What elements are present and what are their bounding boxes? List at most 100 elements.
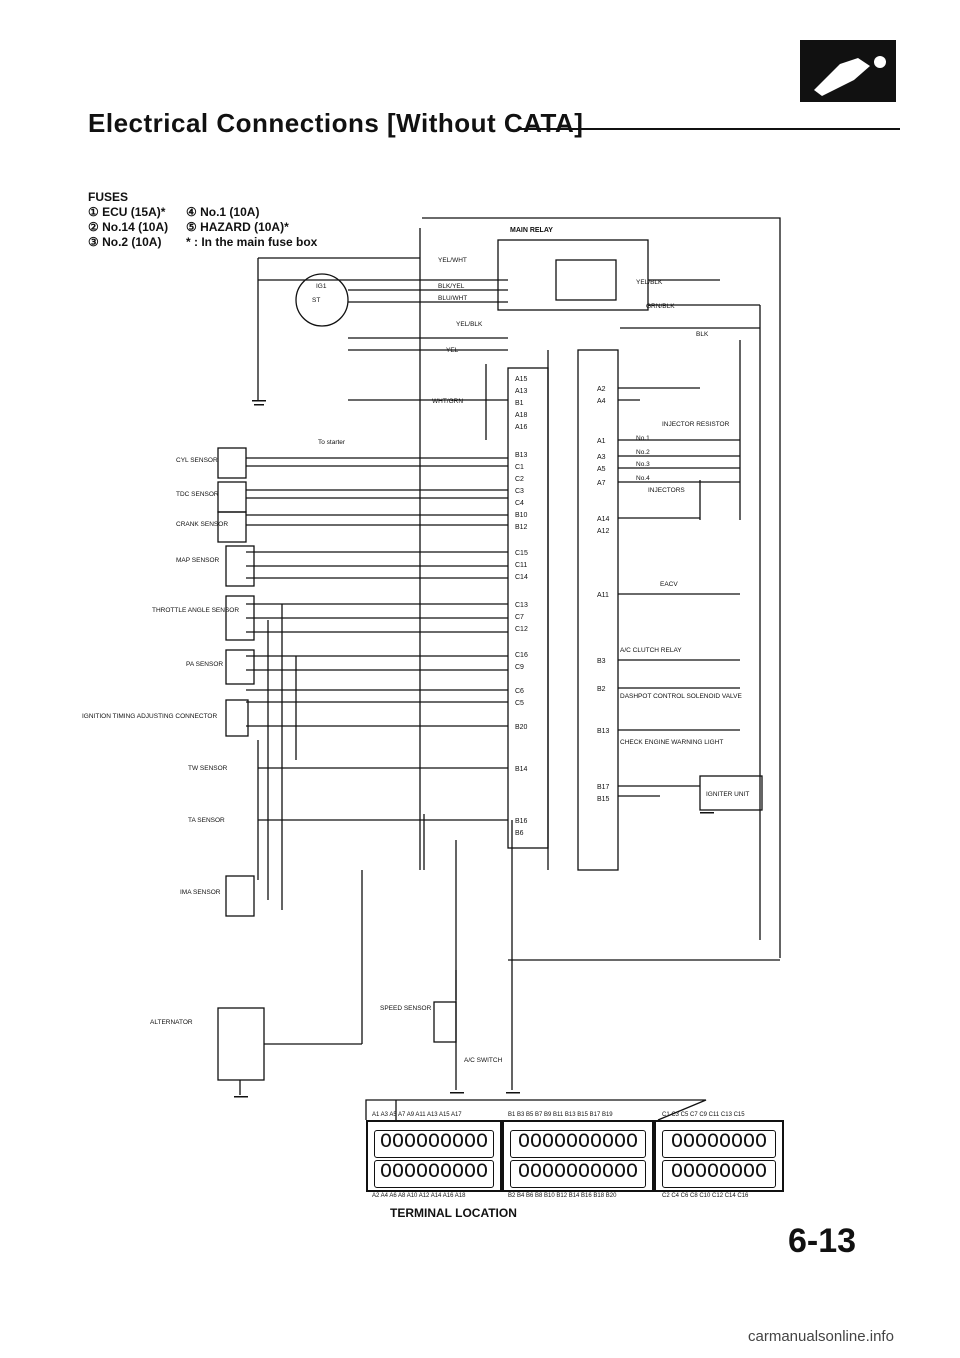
terminal-pins-a-bottom: A2 A4 A6 A8 A10 A12 A14 A16 A18	[372, 1193, 466, 1199]
map-sensor-label: MAP SENSOR	[176, 557, 220, 564]
ecu-pin: A5	[597, 466, 606, 473]
terminal-row: OOOOOOOOOO	[510, 1160, 646, 1188]
ecu-right-pins: A2 A4 A1 A3 A5 A7 A14 A12 A11 B3 B2 B13 …	[597, 386, 610, 803]
wire-label: YEL	[446, 347, 459, 354]
injector-no4-label: No.4	[636, 475, 650, 482]
ecu-pin: A1	[597, 438, 606, 445]
map-sensor-box	[225, 545, 255, 587]
ecu-pin: C3	[515, 488, 524, 495]
fuse-item: ④ No.1 (10A)	[186, 205, 260, 219]
tw-sensor-label: TW SENSOR	[188, 765, 228, 772]
ecu-pin: A4	[597, 398, 606, 405]
injectors-label: INJECTORS	[648, 487, 685, 494]
fuse-item: ① ECU (15A)*	[88, 205, 166, 219]
terminal-row: OOOOOOOO	[662, 1130, 776, 1158]
throttle-sensor-label: THROTTLE ANGLE SENSOR	[152, 607, 239, 614]
ecu-pin: C5	[515, 700, 524, 707]
ac-switch-label: A/C SWITCH	[464, 1057, 503, 1064]
wire-label: WHT/GRN	[432, 398, 463, 405]
check-engine-label: CHECK ENGINE WARNING LIGHT	[620, 739, 723, 746]
speed-sensor-label: SPEED SENSOR	[380, 1005, 432, 1012]
ecu-pin: A12	[597, 528, 610, 535]
ecu-pin: B13	[515, 452, 528, 459]
wire-label: BLK/YEL	[438, 283, 465, 290]
watermark: carmanualsonline.info	[748, 1328, 894, 1345]
ta-sensor-label: TA SENSOR	[188, 817, 225, 824]
ecu-pin: C14	[515, 574, 528, 581]
terminal-block-c: OOOOOOOO OOOOOOOO	[654, 1120, 784, 1192]
eacv-label: EACV	[660, 581, 678, 588]
wire-label: YEL/WHT	[438, 257, 467, 264]
main-relay-box	[497, 239, 649, 311]
ignition-connector-box	[225, 699, 249, 737]
pa-sensor-box	[225, 649, 255, 685]
terminal-pins-a-top: A1 A3 A5 A7 A9 A11 A13 A15 A17	[372, 1112, 462, 1118]
ecu-pin: C15	[515, 550, 528, 557]
terminal-pins-b-top: B1 B3 B5 B7 B9 B11 B13 B15 B17 B19	[508, 1112, 613, 1118]
ima-sensor-box	[225, 875, 255, 917]
crank-sensor-box	[217, 511, 247, 543]
terminal-pins-c-top: C1 C3 C5 C7 C9 C11 C13 C15	[662, 1112, 745, 1118]
fuse-legend-col2: ④ No.1 (10A) ⑤ HAZARD (10A)* * : In the …	[186, 205, 317, 250]
wire-label: BLK	[696, 331, 709, 338]
fuse-heading: FUSES	[88, 190, 129, 204]
ecu-pin: C4	[515, 500, 524, 507]
injector-no1-label: No.1	[636, 435, 650, 442]
ecu-pin: A13	[515, 388, 528, 395]
ecu-left-connector	[507, 367, 549, 849]
ecu-pin: A18	[515, 412, 528, 419]
ac-clutch-label: A/C CLUTCH RELAY	[620, 647, 682, 654]
terminal-location-title: TERMINAL LOCATION	[390, 1206, 517, 1220]
ecu-pin: C1	[515, 464, 524, 471]
ecu-pin: B17	[597, 784, 610, 791]
crank-sensor-label: CRANK SENSOR	[176, 521, 228, 528]
ecu-pin: C16	[515, 652, 528, 659]
ecu-pin: C13	[515, 602, 528, 609]
ecu-pin: B12	[515, 524, 528, 531]
ecu-pin: B2	[597, 686, 606, 693]
ecu-pin: B16	[515, 818, 528, 825]
ecu-pin: C11	[515, 562, 527, 569]
fuse-legend: FUSES ① ECU (15A)* ② No.14 (10A) ③ No.2 …	[88, 190, 168, 250]
pa-sensor-label: PA SENSOR	[186, 661, 223, 668]
ecu-pin: A2	[597, 386, 606, 393]
terminal-block-b: OOOOOOOOOO OOOOOOOOOO	[502, 1120, 654, 1192]
dashpot-label: DASHPOT CONTROL SOLENOID VALVE	[620, 693, 743, 700]
ecu-pin: C12	[515, 626, 528, 633]
ignition-switch-icon	[295, 273, 349, 327]
terminal-pins-b-bottom: B2 B4 B6 B8 B10 B12 B14 B16 B18 B20	[508, 1193, 617, 1199]
ecu-pin: B3	[597, 658, 606, 665]
fuse-item: ③ No.2 (10A)	[88, 235, 162, 249]
igniter-box	[699, 775, 763, 811]
ecu-right-connector	[577, 349, 619, 871]
ig1-label: IG1	[316, 283, 327, 290]
terminal-row: OOOOOOOOOO	[510, 1130, 646, 1158]
wire-label: GRN/BLK	[646, 303, 675, 310]
alternator-label: ALTERNATOR	[150, 1019, 193, 1026]
ecu-pin: A14	[597, 516, 610, 523]
ecu-left-pins: A15 A13 B1 A18 A16 B13 C1 C2 C3 C4 B10 B…	[515, 376, 528, 837]
page-number: 6-13	[788, 1222, 857, 1260]
title-rule	[520, 128, 900, 130]
injector-no3-label: No.3	[636, 461, 650, 468]
ecu-pin: B6	[515, 830, 524, 837]
terminal-row: OOOOOOOOO	[374, 1130, 494, 1158]
igniter-label: IGNITER UNIT	[706, 791, 749, 798]
terminal-row: OOOOOOOO	[662, 1160, 776, 1188]
ecu-pin: B15	[597, 796, 610, 803]
fuse-item: ⑤ HAZARD (10A)*	[186, 220, 289, 234]
tdc-sensor-label: TDC SENSOR	[176, 491, 219, 498]
ima-sensor-label: IMA SENSOR	[180, 889, 221, 896]
ecu-pin: A3	[597, 454, 606, 461]
ecu-pin: C9	[515, 664, 524, 671]
cyl-sensor-label: CYL SENSOR	[176, 457, 218, 464]
ecu-pin: C6	[515, 688, 524, 695]
alternator-box	[217, 1007, 265, 1081]
wire-label: YEL/BLK	[636, 279, 663, 286]
injector-resistor-label: INJECTOR RESISTOR	[662, 421, 730, 428]
ecu-pin: B1	[515, 400, 524, 407]
injector-no2-label: No.2	[636, 449, 650, 456]
throttle-sensor-box	[225, 595, 255, 641]
wire-label: YEL/BLK	[456, 321, 483, 328]
